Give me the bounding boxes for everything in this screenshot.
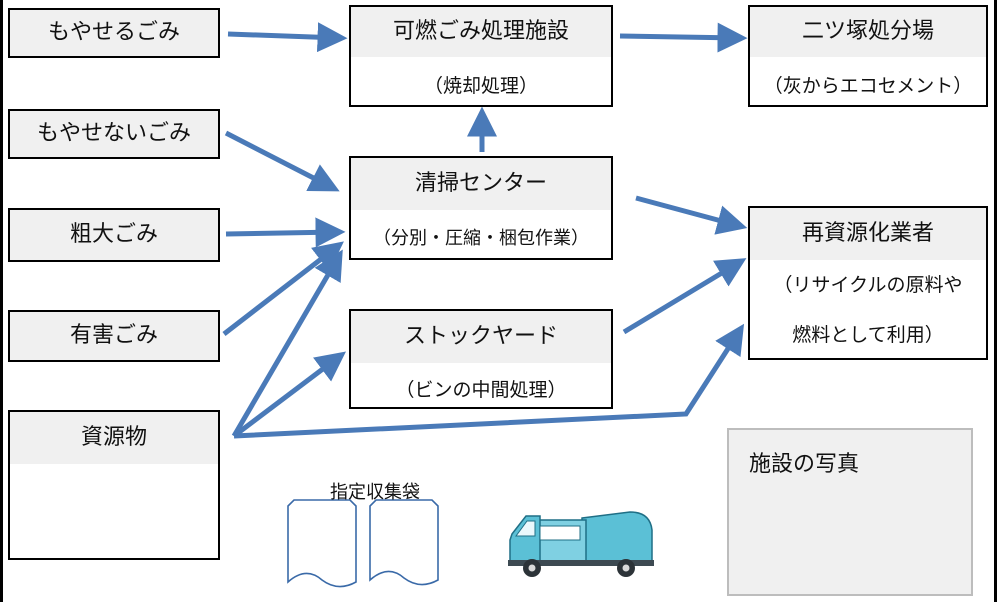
- collection-bag-icon: [287, 499, 439, 588]
- frame-right-border: [989, 0, 997, 602]
- designated-bag-label: 指定収集袋: [330, 482, 420, 503]
- note-recycling-contractor-line1: （リサイクルの原料や: [773, 274, 963, 296]
- title-stockyard: ストックヤード: [351, 311, 611, 363]
- label-recyclables: 資源物: [10, 412, 218, 464]
- arrow-kanen-to-futatsu: [619, 22, 748, 53]
- box-recycling-contractor: 再資源化業者 （リサイクルの原料や 燃料として利用）: [748, 206, 988, 360]
- box-futatsuzuka-landfill: 二ツ塚処分場 （灰からエコセメント）: [748, 5, 988, 107]
- box-oversized-waste: 粗大ごみ: [8, 208, 220, 262]
- box-cleaning-center: 清掃センター （分別・圧縮・梱包作業）: [349, 156, 613, 260]
- label-hazardous-waste: 有害ごみ: [10, 312, 218, 360]
- title-recycling-contractor: 再資源化業者: [750, 208, 986, 260]
- arrow-sodai-to-seiso: [225, 217, 346, 248]
- facility-photo-placeholder: 施設の写真: [727, 428, 973, 596]
- title-futatsuzuka-landfill: 二ツ塚処分場: [750, 7, 986, 57]
- garbage-truck-icon: [508, 511, 654, 577]
- note-cleaning-center: （分別・圧縮・梱包作業）: [373, 228, 589, 249]
- facility-photo-label: 施設の写真: [749, 452, 860, 477]
- title-combustible-facility: 可燃ごみ処理施設: [351, 7, 611, 57]
- arrow-moyaseru-to-kanen: [227, 22, 348, 53]
- label-burnable-waste: もやせるごみ: [10, 10, 218, 56]
- box-combustible-facility: 可燃ごみ処理施設 （焼却処理）: [349, 5, 613, 107]
- label-oversized-waste: 粗大ごみ: [10, 210, 218, 260]
- frame-left-border: [0, 0, 8, 602]
- box-burnable-waste: もやせるごみ: [8, 8, 220, 58]
- arrow-shigen-to-seiso: [231, 249, 343, 438]
- note-stockyard: （ビンの中間処理）: [395, 379, 567, 401]
- arrow-moyasenai-to-seiso: [224, 130, 340, 192]
- title-cleaning-center: 清掃センター: [351, 158, 611, 210]
- arrow-stock-to-saishigen: [622, 258, 747, 335]
- box-recyclables: 資源物: [8, 410, 220, 560]
- note-recycling-contractor-line2: 燃料として利用）: [792, 324, 944, 346]
- box-stockyard: ストックヤード （ビンの中間処理）: [349, 309, 613, 409]
- note-futatsuzuka-landfill: （灰からエコセメント）: [763, 75, 973, 97]
- box-hazardous-waste: 有害ごみ: [8, 310, 220, 362]
- arrow-shigen-to-saishigen: [233, 323, 745, 439]
- box-nonburnable-waste: もやせないごみ: [8, 109, 220, 159]
- label-nonburnable-waste: もやせないごみ: [10, 111, 218, 157]
- note-combustible-facility: （焼却処理）: [423, 75, 538, 97]
- arrow-seiso-to-saishigen: [635, 195, 748, 235]
- arrow-shigen-to-stock: [232, 351, 346, 438]
